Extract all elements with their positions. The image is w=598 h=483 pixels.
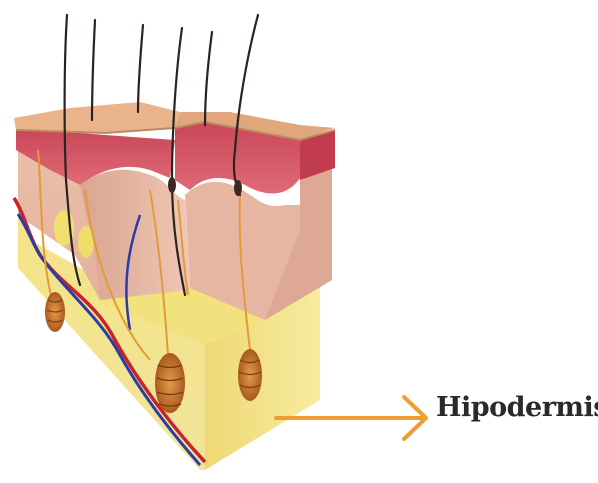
sweat-gland-3	[238, 349, 262, 401]
hair-bulb-1	[168, 177, 176, 193]
hair-bulb-2	[234, 180, 242, 196]
hair-strand-5	[205, 32, 212, 125]
hair-strand-2	[92, 20, 95, 120]
skin-surface-left	[14, 102, 180, 133]
hair-strand-3	[138, 25, 143, 112]
sweat-gland-2	[155, 353, 185, 413]
hypodermis-label: Hipodermis	[436, 392, 598, 423]
sweat-gland-1	[45, 292, 65, 332]
